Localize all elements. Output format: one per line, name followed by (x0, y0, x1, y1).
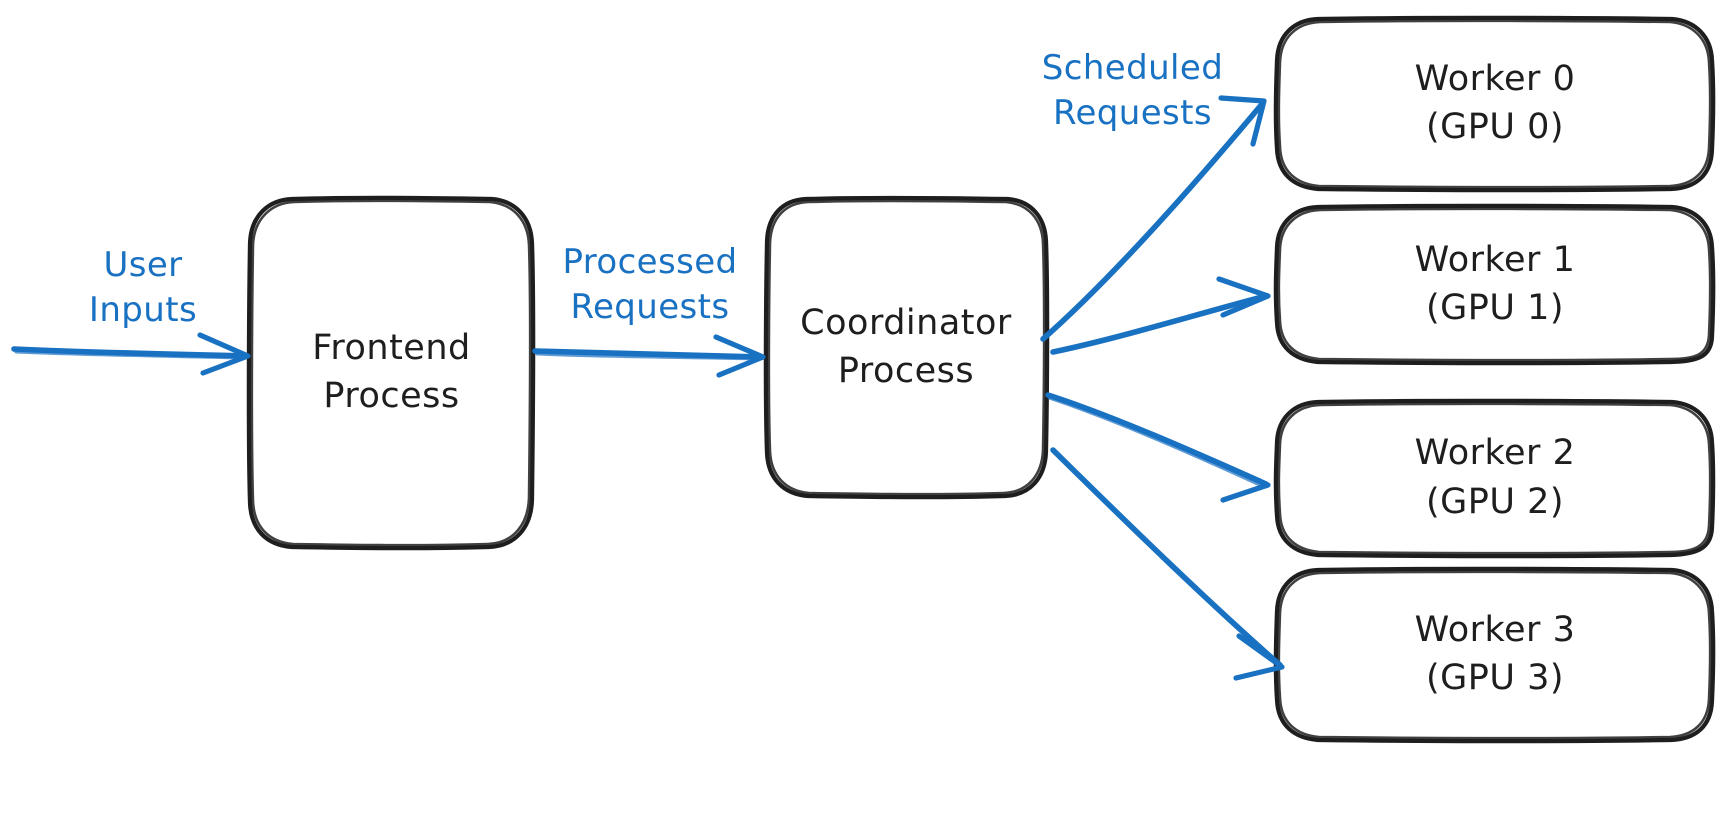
coordinator-process-outline[interactable] (763, 195, 1050, 500)
coordinator-to-worker-1-arrow[interactable] (1050, 276, 1271, 355)
coordinator-to-worker-3-arrow[interactable] (1050, 447, 1285, 681)
worker-3-outline[interactable] (1273, 566, 1716, 744)
user-inputs-arrow[interactable] (11, 332, 251, 376)
coordinator-to-worker-0-arrow[interactable] (1040, 95, 1267, 342)
worker-2-outline[interactable] (1273, 398, 1716, 559)
worker-0-outline[interactable] (1273, 15, 1716, 193)
worker-1-outline[interactable] (1273, 203, 1716, 366)
coordinator-to-worker-2-arrow[interactable] (1045, 392, 1271, 503)
frontend-process-outline[interactable] (246, 195, 536, 551)
processed-requests-arrow[interactable] (532, 334, 766, 378)
